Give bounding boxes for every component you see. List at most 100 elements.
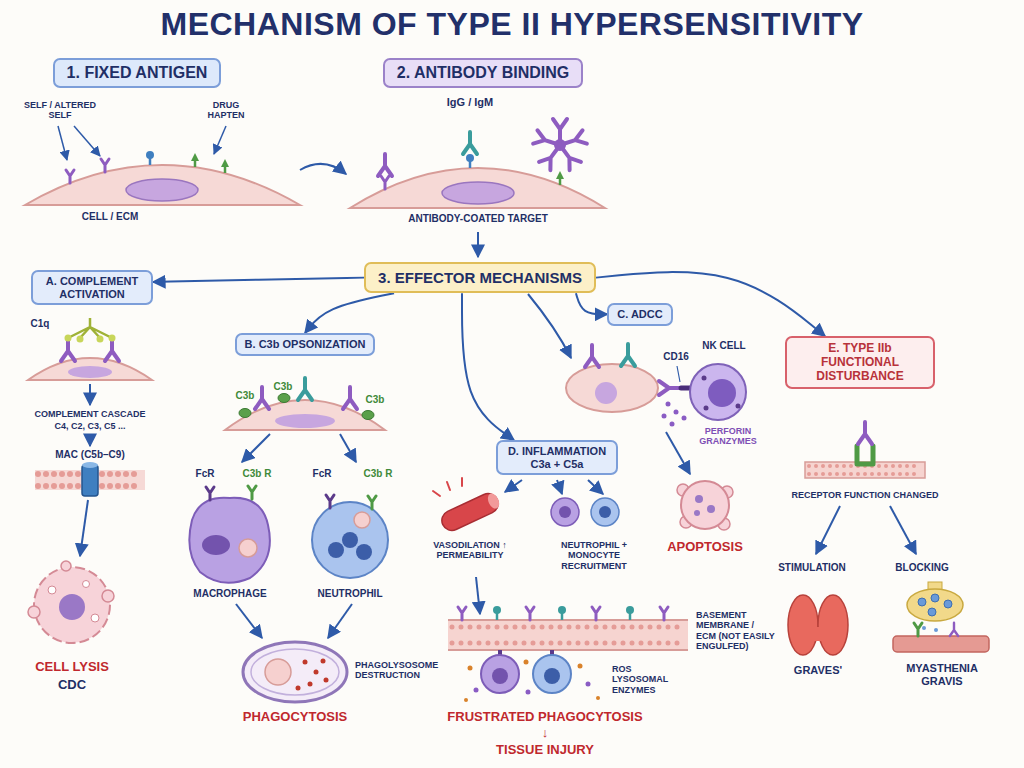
- vessel-lumen: [486, 492, 502, 511]
- annotation-label: IgG / IgM: [447, 96, 493, 109]
- self-antigen: [66, 170, 74, 183]
- c1q-head: [97, 336, 104, 343]
- vesicle: [944, 600, 952, 608]
- mechanism-box: D. INFLAMMATIONC3a + C5a: [496, 440, 618, 475]
- enzyme-dot: [308, 682, 313, 687]
- igg-antibody: [255, 387, 269, 409]
- nucleus: [275, 414, 335, 428]
- flow-connector: [576, 293, 607, 314]
- flow-connector: [153, 278, 364, 282]
- ros-dot: [526, 690, 531, 695]
- antigen: [626, 606, 634, 620]
- bleb: [61, 561, 71, 571]
- flow-arrow: [300, 164, 346, 174]
- annotation-label: C4, C2, C3, C5 ...: [54, 421, 125, 431]
- nucleus: [202, 535, 230, 555]
- annotation-label: BLOCKING: [895, 562, 948, 574]
- nucleus: [595, 382, 617, 404]
- self-antigen: [381, 176, 389, 189]
- annotation-label: CDC: [58, 678, 86, 693]
- lipid-heads: [452, 625, 686, 630]
- perforin-dot: [682, 416, 687, 421]
- muscle-membrane: [893, 636, 989, 652]
- flow-arrow: [89, 384, 91, 405]
- annotation-label: ANTIBODY-COATED TARGET: [408, 213, 548, 225]
- c3b-fragment: [278, 394, 290, 403]
- annotation-label: PERFORIN GRANZYMES: [693, 426, 763, 447]
- cell-membrane: [225, 400, 385, 430]
- self-antigen: [101, 159, 109, 172]
- target-cell: [566, 364, 658, 412]
- granule: [702, 376, 707, 381]
- annotation-label: MAC (C5b–C9): [55, 449, 124, 461]
- macrophage: [189, 498, 270, 583]
- enzyme-dot: [296, 686, 301, 691]
- flow-arrow: [328, 604, 352, 638]
- flow-arrow: [477, 232, 479, 257]
- self-antigen: [660, 607, 668, 620]
- c3b-receptor: [368, 496, 376, 509]
- ros-dot: [586, 682, 591, 687]
- enzyme-dot: [321, 659, 326, 664]
- leak-rays: [433, 478, 462, 496]
- igg-antibody: [659, 381, 681, 395]
- flow-arrow: [89, 434, 91, 446]
- flow-arrow: [666, 432, 690, 474]
- granule: [704, 406, 709, 411]
- annotation-label: BASEMENT MEMBRANE / ECM (NOT EASILY ENGU…: [696, 610, 776, 651]
- annotation-label: DRUG HAPTEN: [201, 100, 251, 121]
- phagolysosome: [243, 642, 347, 702]
- outcome-label: ↓: [542, 726, 549, 741]
- igm-unit: [533, 130, 558, 150]
- vessel-wall: [439, 490, 502, 533]
- mac-pore-top: [82, 462, 98, 468]
- flow-arrow: [588, 480, 603, 494]
- fc-receptor: [206, 487, 214, 500]
- annotation-label: C3b: [366, 394, 385, 406]
- nucleus: [599, 506, 611, 518]
- ros-dot: [578, 664, 583, 669]
- c3b-fragment: [362, 411, 374, 420]
- vesicle: [931, 594, 939, 602]
- perforin-dot: [666, 402, 671, 407]
- vesicle: [918, 598, 926, 606]
- vesicle: [928, 608, 936, 616]
- nucleus-lobe: [342, 532, 358, 548]
- antigen: [146, 151, 154, 165]
- nucleus: [492, 668, 508, 684]
- igm-unit: [539, 144, 563, 170]
- flow-arrow: [557, 480, 562, 494]
- flow-arrow: [340, 434, 356, 462]
- annotation-label: NK CELL: [702, 340, 745, 352]
- ros-dot: [474, 688, 479, 693]
- membrane-edge: [448, 620, 688, 650]
- annotation-label: FcR: [196, 468, 215, 480]
- flow-arrow: [890, 506, 916, 554]
- antigen: [493, 606, 501, 620]
- step-badge: 2. ANTIBODY BINDING: [383, 58, 583, 88]
- pore-hole: [91, 614, 99, 622]
- outcome-label: TISSUE INJURY: [496, 743, 594, 758]
- ach-dot: [922, 626, 926, 630]
- flow-arrow: [80, 500, 88, 556]
- node-body: C3a + C5a: [508, 458, 606, 471]
- c1q-head: [109, 335, 116, 342]
- self-antigen: [458, 607, 466, 620]
- nucleus: [544, 668, 560, 684]
- mechanism-box: C. ADCC: [607, 303, 672, 326]
- nucleus-lobe: [328, 542, 344, 558]
- igg-antibody: [378, 154, 392, 176]
- ros-dot: [524, 660, 529, 665]
- annotation-label: MACROPHAGE: [193, 588, 266, 600]
- blood-vessel: [439, 490, 503, 534]
- flow-arrow: [528, 294, 571, 358]
- node-heading: D. INFLAMMATION: [508, 445, 606, 458]
- annotation-label: FcR: [313, 468, 332, 480]
- igg-antibody: [585, 345, 599, 367]
- fc-receptor: [326, 495, 334, 508]
- outcome-label: CELL LYSIS: [35, 660, 109, 675]
- phagolysosome-inner: [251, 649, 339, 695]
- flow-arrow: [476, 577, 480, 614]
- leader-arrow: [214, 126, 226, 154]
- node-heading: 1. FIXED ANTIGEN: [67, 64, 208, 82]
